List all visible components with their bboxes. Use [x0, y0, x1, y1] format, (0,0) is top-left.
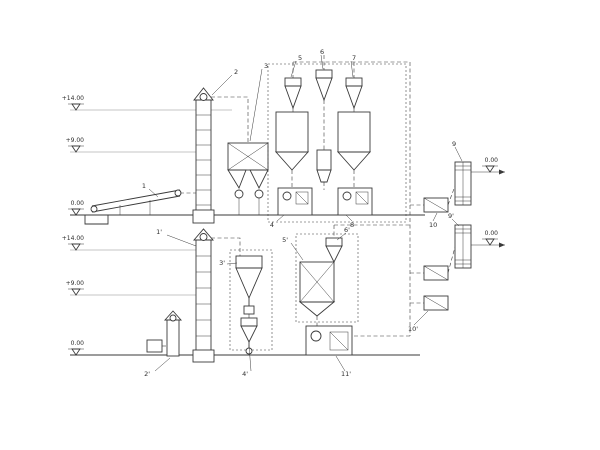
- reference-lines: [70, 109, 425, 356]
- elevation-label: +9.00: [66, 137, 85, 144]
- equipment-label: 3': [219, 259, 225, 267]
- mill-left: [277, 187, 313, 216]
- cyclone-column-lower-left: [229, 249, 273, 355]
- cyclone-7: [345, 77, 363, 112]
- equipment-label: 10': [408, 325, 418, 333]
- elevation-label: +14.00: [62, 235, 84, 242]
- surge-bin-left: [274, 111, 310, 188]
- equipment-label: 4': [242, 370, 248, 378]
- elevation-label: +14.00: [62, 95, 84, 102]
- equipment-label: 7: [352, 54, 356, 62]
- small-elevator-lower: [146, 310, 183, 357]
- equipment-label: 3: [264, 62, 268, 70]
- elevation-marker-upper-9: +9.00: [66, 137, 85, 153]
- sieve-cleaner: [227, 142, 269, 215]
- discharge-cylinder-9p: [454, 224, 472, 269]
- fan-top: [410, 185, 456, 213]
- elevation-marker-upper-14: +14.00: [62, 95, 84, 111]
- equipment-label: 8: [350, 221, 354, 229]
- equipment-label: 5: [298, 54, 302, 62]
- elevation-label: +9.00: [66, 280, 85, 287]
- intake-conveyor: [84, 189, 196, 225]
- elevation-marker-lower-14: +14.00: [62, 235, 84, 251]
- equipment-label: 11': [341, 370, 351, 378]
- elevation-marker-right-top: 0.00: [471, 157, 505, 175]
- elevation-label: 0.00: [485, 157, 499, 164]
- equipment-label: 6': [344, 226, 350, 234]
- equipment-label: 1': [156, 228, 162, 236]
- feeder-center: [316, 149, 332, 190]
- cyclone-6: [315, 69, 333, 150]
- equipment-label: 2: [234, 68, 238, 76]
- mill-right: [337, 187, 373, 216]
- equipment-label: 6: [320, 48, 324, 56]
- elevation-label: 0.00: [71, 200, 85, 207]
- pellet-section: [295, 224, 410, 356]
- cyclone-5: [284, 77, 302, 112]
- elevation-marker-lower-9: +9.00: [66, 280, 85, 296]
- bucket-elevator-lower: [192, 228, 241, 363]
- equipment-label: 5': [282, 236, 288, 244]
- surge-bin-right: [336, 111, 372, 188]
- elevation-label: 0.00: [485, 230, 499, 237]
- equipment-label: 9': [448, 212, 454, 220]
- equipment-labels: 1 2 3 4 5 6 7 8 9 9' 10 10' 1' 2' 3' 4': [142, 48, 463, 378]
- fan-mid: [410, 246, 456, 281]
- bucket-elevator-main: [192, 87, 249, 224]
- equipment-label: 10: [429, 221, 437, 229]
- equipment-label: 4: [270, 221, 274, 229]
- equipment-label: 1: [142, 182, 146, 190]
- discharge-cylinder-9: [454, 161, 472, 206]
- elevation-marker-right-mid: 0.00: [471, 230, 505, 248]
- arrow-right-icon: [499, 169, 505, 175]
- aspiration-network-upper: [267, 55, 411, 336]
- equipment-label: 9: [452, 140, 456, 148]
- equipment-label: 2': [144, 370, 150, 378]
- fan-bottom: [410, 295, 449, 311]
- elevation-marker-upper-0: 0.00: [68, 200, 85, 216]
- arrow-right-icon: [499, 242, 505, 248]
- elevation-label: 0.00: [71, 340, 85, 347]
- elevation-marker-lower-0: 0.00: [68, 340, 85, 356]
